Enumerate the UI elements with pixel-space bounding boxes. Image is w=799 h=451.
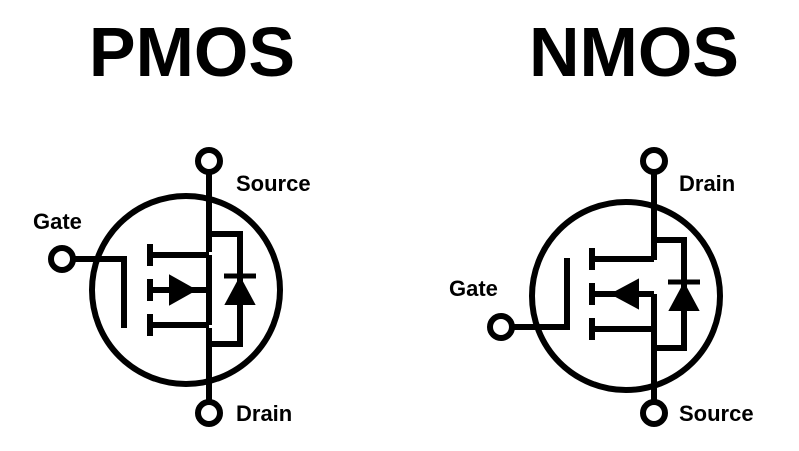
pmos-source-terminal — [195, 147, 223, 175]
nmos-channel-arrow-icon — [609, 278, 639, 310]
pmos-channel-arrow-icon — [169, 274, 198, 306]
nmos-title: NMOS — [529, 13, 739, 91]
nmos-symbol: NMOS Gate Drain Source — [449, 13, 754, 427]
nmos-gate-terminal — [487, 313, 515, 341]
pmos-symbol: PMOS Gate Source Drain — [33, 13, 311, 427]
nmos-source-terminal — [640, 399, 668, 427]
nmos-gate-lead — [512, 258, 570, 330]
nmos-body-circle — [529, 199, 723, 393]
pmos-gate-terminal — [48, 245, 76, 273]
pmos-diode-triangle-icon — [224, 275, 256, 305]
pmos-title: PMOS — [89, 13, 295, 91]
pmos-source-label: Source — [236, 171, 311, 196]
pmos-drain-label: Drain — [236, 401, 292, 426]
nmos-gate-label: Gate — [449, 276, 498, 301]
pmos-drain-terminal — [195, 399, 223, 427]
nmos-source-label: Source — [679, 401, 754, 426]
pmos-gate-label: Gate — [33, 209, 82, 234]
nmos-drain-label: Drain — [679, 171, 735, 196]
nmos-drain-terminal — [640, 147, 668, 175]
nmos-diode-triangle-icon — [668, 281, 700, 311]
pmos-body-circle — [89, 193, 283, 387]
pmos-gate-lead — [73, 256, 127, 328]
